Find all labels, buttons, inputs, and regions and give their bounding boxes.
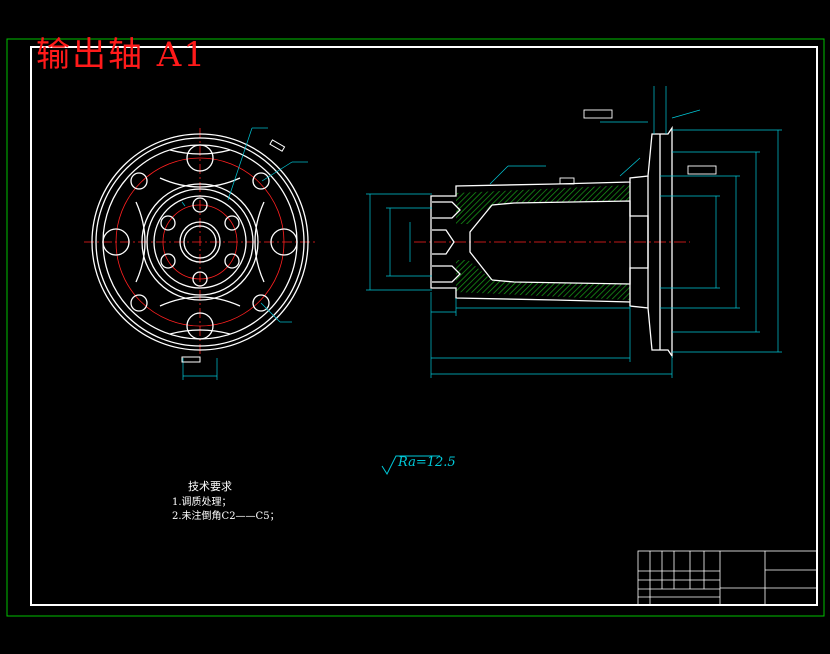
drawing-title: 输出轴 A1 [36, 35, 207, 75]
leader-line [227, 127, 253, 201]
hub-hole [192, 197, 208, 213]
tapped-hole [432, 265, 461, 283]
flange-hole-small [252, 172, 270, 190]
hub-hole [160, 215, 176, 231]
hub-hole [160, 253, 176, 269]
technical-requirement-item: 2.未注倒角C2——C5； [172, 511, 280, 522]
flange-hole [102, 228, 130, 256]
hub-inner-circle [146, 188, 254, 296]
flange-outer-edge [91, 133, 309, 351]
section-hatch-upper [456, 185, 630, 224]
bore-outline-lower [491, 242, 649, 285]
technical-requirements-heading: 技术要求 [188, 480, 232, 493]
section-view [366, 86, 782, 378]
outer-frame [6, 38, 825, 617]
tapped-hole [432, 201, 461, 219]
flange-chamfer-edge [95, 137, 305, 347]
flange-hole [186, 144, 214, 172]
lightening-slot [169, 149, 231, 155]
leader-line [260, 302, 281, 323]
section-marker [181, 356, 201, 363]
hub-hole [192, 271, 208, 287]
lightening-slot [169, 329, 231, 335]
leader-line [671, 109, 701, 119]
title-block [637, 550, 818, 606]
leader-line [181, 201, 186, 207]
lightening-slot [159, 177, 241, 188]
bore-chamfer-circle [183, 225, 217, 259]
gdt-frame [687, 165, 717, 175]
flange-hole-small [252, 294, 270, 312]
shaft-outline-lower [430, 242, 673, 359]
hub-hole [224, 253, 240, 269]
technical-requirement-item: 1.调质处理； [172, 497, 232, 508]
lightening-slot [254, 201, 265, 283]
lightening-slot [135, 201, 146, 283]
bolt-circle-inner [162, 204, 238, 280]
leader-line [489, 165, 509, 185]
leader-line [261, 161, 293, 182]
bolt-circle-outer [115, 157, 285, 327]
flange-hole [270, 228, 298, 256]
lightening-slot [159, 296, 241, 307]
gdt-frame [583, 109, 613, 119]
flange-hole [186, 312, 214, 340]
end-view [84, 127, 318, 380]
flange-hole-small [130, 294, 148, 312]
hub-circle [141, 183, 259, 301]
bore-tip [469, 204, 493, 281]
technical-requirements: 技术要求 1.调质处理； 2.未注倒角C2——C5； [172, 480, 280, 524]
tapped-hole [432, 229, 455, 255]
roughness-symbol [381, 455, 440, 476]
shaft-outline-upper [430, 125, 673, 242]
bore-outline-upper [491, 200, 649, 242]
surface-roughness-label: Ra=12.5 [398, 455, 456, 470]
boss-circle [153, 195, 247, 289]
gdt-frame [559, 177, 575, 185]
bore-circle [179, 221, 221, 263]
hub-hole [224, 215, 240, 231]
leader-line [619, 157, 641, 177]
section-hatch-lower [456, 260, 630, 300]
flange-hole-small [130, 172, 148, 190]
section-marker [269, 139, 286, 152]
inner-frame [30, 46, 818, 606]
